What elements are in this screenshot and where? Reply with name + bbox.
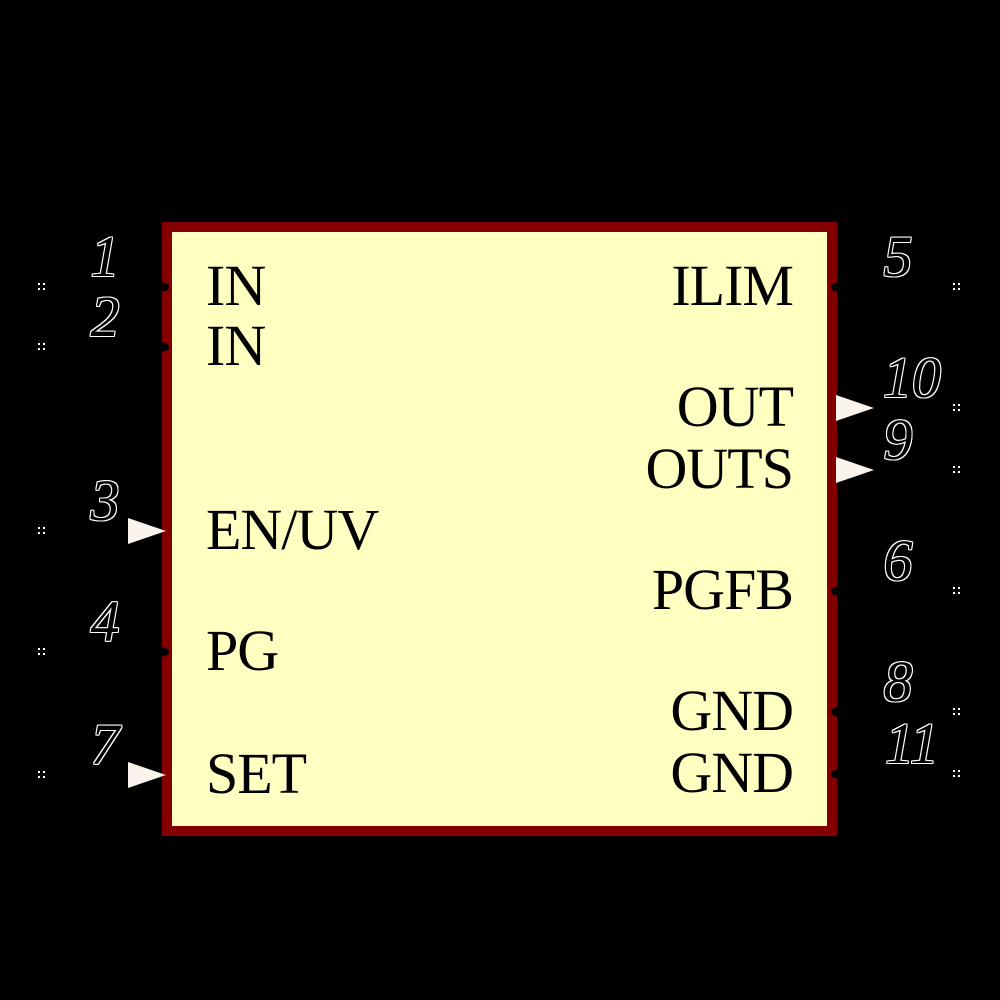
pin-end-mark <box>953 708 955 710</box>
pin-number: 5 <box>883 224 913 289</box>
pin-connection-dot <box>157 282 169 292</box>
pin-end-mark <box>953 466 955 468</box>
pin-name: PGFB <box>651 556 794 622</box>
pin-name: OUT <box>676 373 794 439</box>
pin-name: IN <box>206 312 266 378</box>
input-arrow-icon <box>128 518 166 544</box>
pin-name: PG <box>206 617 279 683</box>
pin-number: 10 <box>883 345 941 410</box>
pin-end-mark <box>953 283 955 285</box>
pin-end-mark <box>38 283 40 285</box>
pin-number: 2 <box>90 284 120 349</box>
pin-name: SET <box>206 740 307 806</box>
pin-number: 11 <box>885 711 939 776</box>
pin-name: GND <box>670 739 794 805</box>
pin-name: ILIM <box>671 252 794 318</box>
pin-connection-dot <box>831 707 843 717</box>
pin-number: 9 <box>883 407 913 472</box>
pin-end-mark <box>38 343 40 345</box>
pin-end-mark <box>38 648 40 650</box>
pin-connection-dot <box>157 342 169 352</box>
pin-end-mark <box>953 770 955 772</box>
pin-number: 4 <box>90 589 120 654</box>
pin-number: 3 <box>90 468 120 533</box>
output-arrow-icon <box>836 457 874 483</box>
pin-number: 1 <box>90 224 120 289</box>
input-arrow-icon <box>128 762 166 788</box>
symbol-body[interactable] <box>162 222 837 836</box>
pin-name: GND <box>670 677 794 743</box>
output-arrow-icon <box>836 395 874 421</box>
pin-connection-dot <box>157 647 169 657</box>
pin-end-mark <box>38 527 40 529</box>
pin-name: EN/UV <box>206 496 379 562</box>
pin-name: IN <box>206 252 266 318</box>
pin-number: 7 <box>90 712 120 777</box>
pin-end-mark <box>953 404 955 406</box>
pin-number: 6 <box>883 528 913 593</box>
pin-end-mark <box>38 771 40 773</box>
pin-number: 8 <box>883 649 913 714</box>
pin-connection-dot <box>831 769 843 779</box>
pin-end-mark <box>953 587 955 589</box>
pin-connection-dot <box>831 586 843 596</box>
pin-name: OUTS <box>645 435 794 501</box>
pin-connection-dot <box>831 282 843 292</box>
